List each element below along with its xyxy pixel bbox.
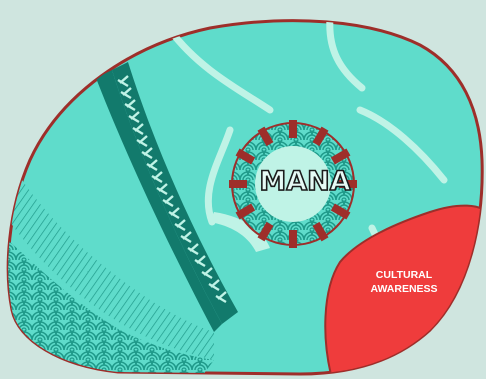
center-title: MANA <box>252 166 358 197</box>
segment-label-line: CULTURAL <box>352 268 456 282</box>
segment-label-line: AWARENESS <box>352 282 456 296</box>
segment-label-cultural-awareness: CULTURAL AWARENESS <box>352 268 456 296</box>
